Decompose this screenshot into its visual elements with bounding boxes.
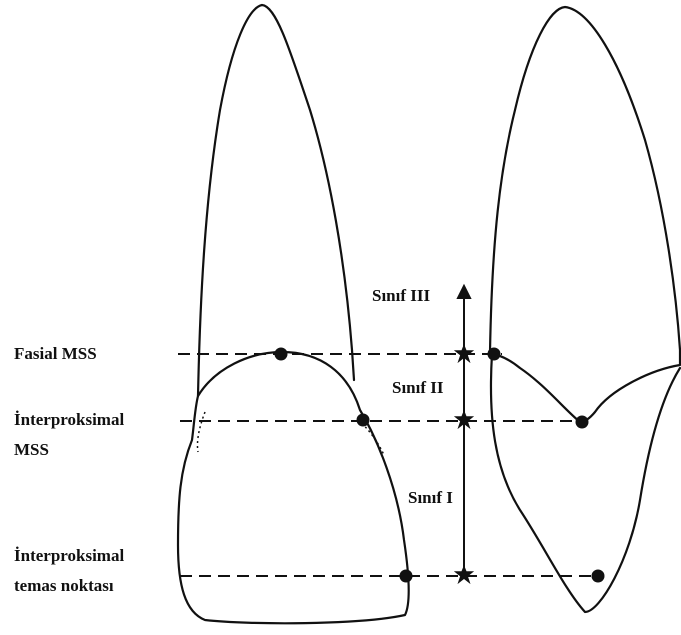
sinif-3-label: Sınıf III (372, 286, 430, 306)
left-contact-dot (400, 570, 413, 583)
dotted-contour (197, 412, 384, 455)
right-fasial-dot (488, 348, 501, 361)
left-fasial-dot (275, 348, 288, 361)
sinif-2-label: Sınıf II (392, 378, 444, 398)
sinif-1-label: Sınıf I (408, 488, 453, 508)
left-interproximal-dot (357, 414, 370, 427)
right-contact-dot (592, 570, 605, 583)
interproksimal-mss-label-line1: İnterproksimal (14, 410, 124, 430)
right-tooth-outline (490, 7, 680, 612)
class-3-arrowhead (458, 286, 470, 298)
marker-star-3 (456, 567, 472, 582)
interproksimal-temas-label-line2: temas noktası (14, 576, 114, 596)
right-interproximal-dot (576, 416, 589, 429)
interproksimal-temas-label-line1: İnterproksimal (14, 546, 124, 566)
left-tooth-crown (178, 352, 409, 623)
fasial-mss-label: Fasial MSS (14, 344, 97, 364)
left-tooth-root (198, 5, 354, 396)
interproksimal-mss-label-line2: MSS (14, 440, 49, 460)
